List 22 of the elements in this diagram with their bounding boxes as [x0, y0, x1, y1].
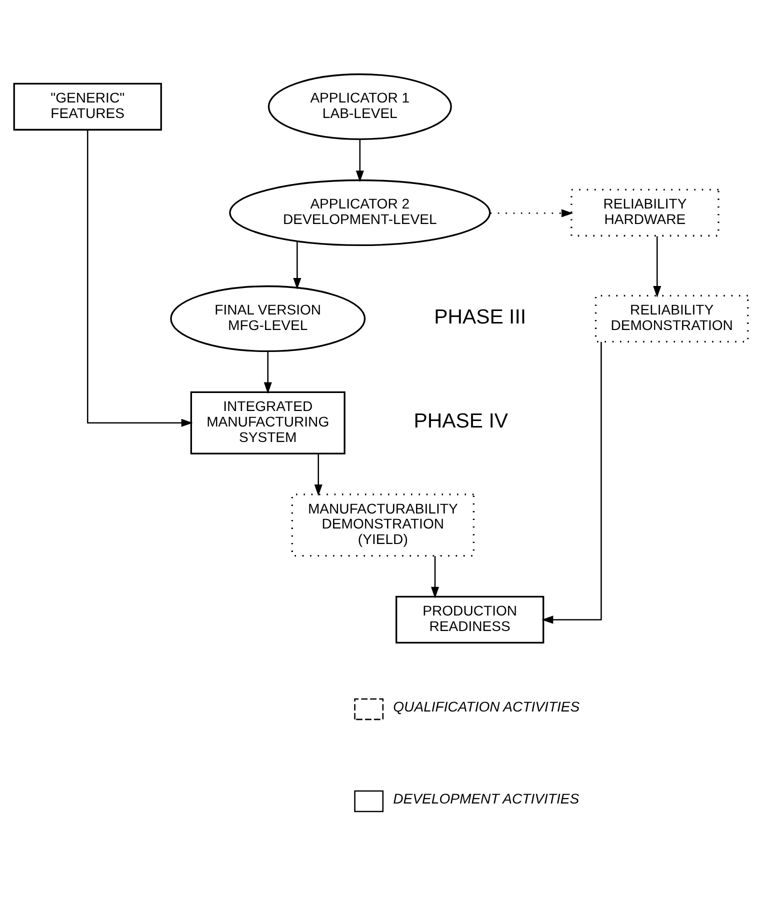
label: PHASE IV	[413, 410, 508, 433]
legend-label: DEVELOPMENT ACTIVITIES	[392, 790, 579, 807]
node-ellipse: APPLICATOR 2 DEVELOPMENT-LEVEL	[228, 179, 490, 246]
arrow	[314, 454, 322, 496]
node-box: MANUFACTURABILITY DEMONSTRATION (YIELD)	[290, 494, 474, 557]
arrow	[263, 352, 272, 394]
arrow	[652, 236, 661, 298]
arrow	[86, 130, 192, 427]
node-box: RELIABILITY HARDWARE	[570, 188, 719, 237]
node-ellipse: APPLICATOR 1 LAB-LEVEL	[267, 73, 452, 140]
label: PHASE III	[434, 306, 526, 329]
node-box: "GENERIC" FEATURES	[12, 82, 162, 131]
node-box: PRODUCTION READINESS	[395, 596, 544, 644]
arrow	[490, 209, 573, 218]
node-box: INTEGRATED MANUFACTURING SYSTEM	[190, 391, 345, 454]
arrow	[292, 242, 301, 290]
arrow	[430, 556, 439, 598]
legend-label: QUALIFICATION ACTIVITIES	[392, 698, 580, 714]
node-box: RELIABILITY DEMONSTRATION	[594, 294, 748, 343]
node-ellipse: FINAL VERSION MFG-LEVEL	[170, 285, 366, 352]
arrow	[355, 140, 364, 182]
arrow	[541, 342, 602, 624]
